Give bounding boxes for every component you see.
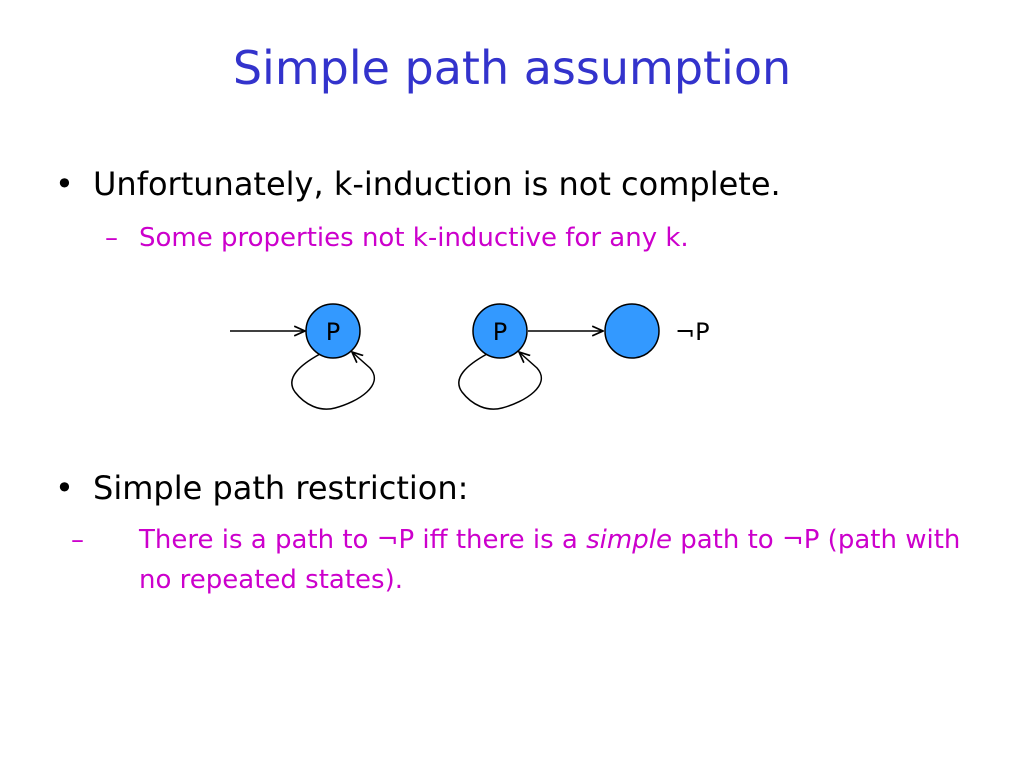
state-node-2-label: P: [493, 318, 507, 346]
state-node-3: [604, 303, 660, 359]
slide-title: Simple path assumption: [232, 41, 792, 95]
emphasis-simple: simple: [586, 525, 672, 555]
sub-bullet-2-text-a: There is a path to ¬P iff there is a: [139, 525, 587, 555]
self-loop-2: [458, 352, 543, 410]
bullet-marker: •: [55, 469, 74, 507]
bullet-2: • Simple path restriction:: [55, 468, 468, 508]
state-node-2: [472, 303, 528, 359]
sub-bullet-1-text: Some properties not k-inductive for any …: [139, 223, 689, 253]
sub-bullet-2: – There is a path to ¬P iff there is a si…: [71, 520, 969, 600]
sub-bullet-2-text-b: path to ¬P (path with no repeated states…: [139, 525, 961, 595]
state-node-1: [305, 303, 361, 359]
state-node-1-label: P: [326, 318, 340, 346]
sub-bullet-marker: –: [71, 525, 84, 555]
bullet-marker: •: [55, 165, 74, 203]
neg-p-label: ¬P: [675, 318, 710, 346]
bullet-1-text: Unfortunately, k-induction is not comple…: [93, 165, 781, 203]
self-loop-1: [291, 352, 376, 410]
bullet-2-text: Simple path restriction:: [93, 469, 469, 507]
sub-bullet-1: –Some properties not k-inductive for any…: [105, 218, 689, 258]
bullet-1: • Unfortunately, k-induction is not compl…: [55, 164, 781, 204]
sub-bullet-marker: –: [105, 223, 118, 253]
